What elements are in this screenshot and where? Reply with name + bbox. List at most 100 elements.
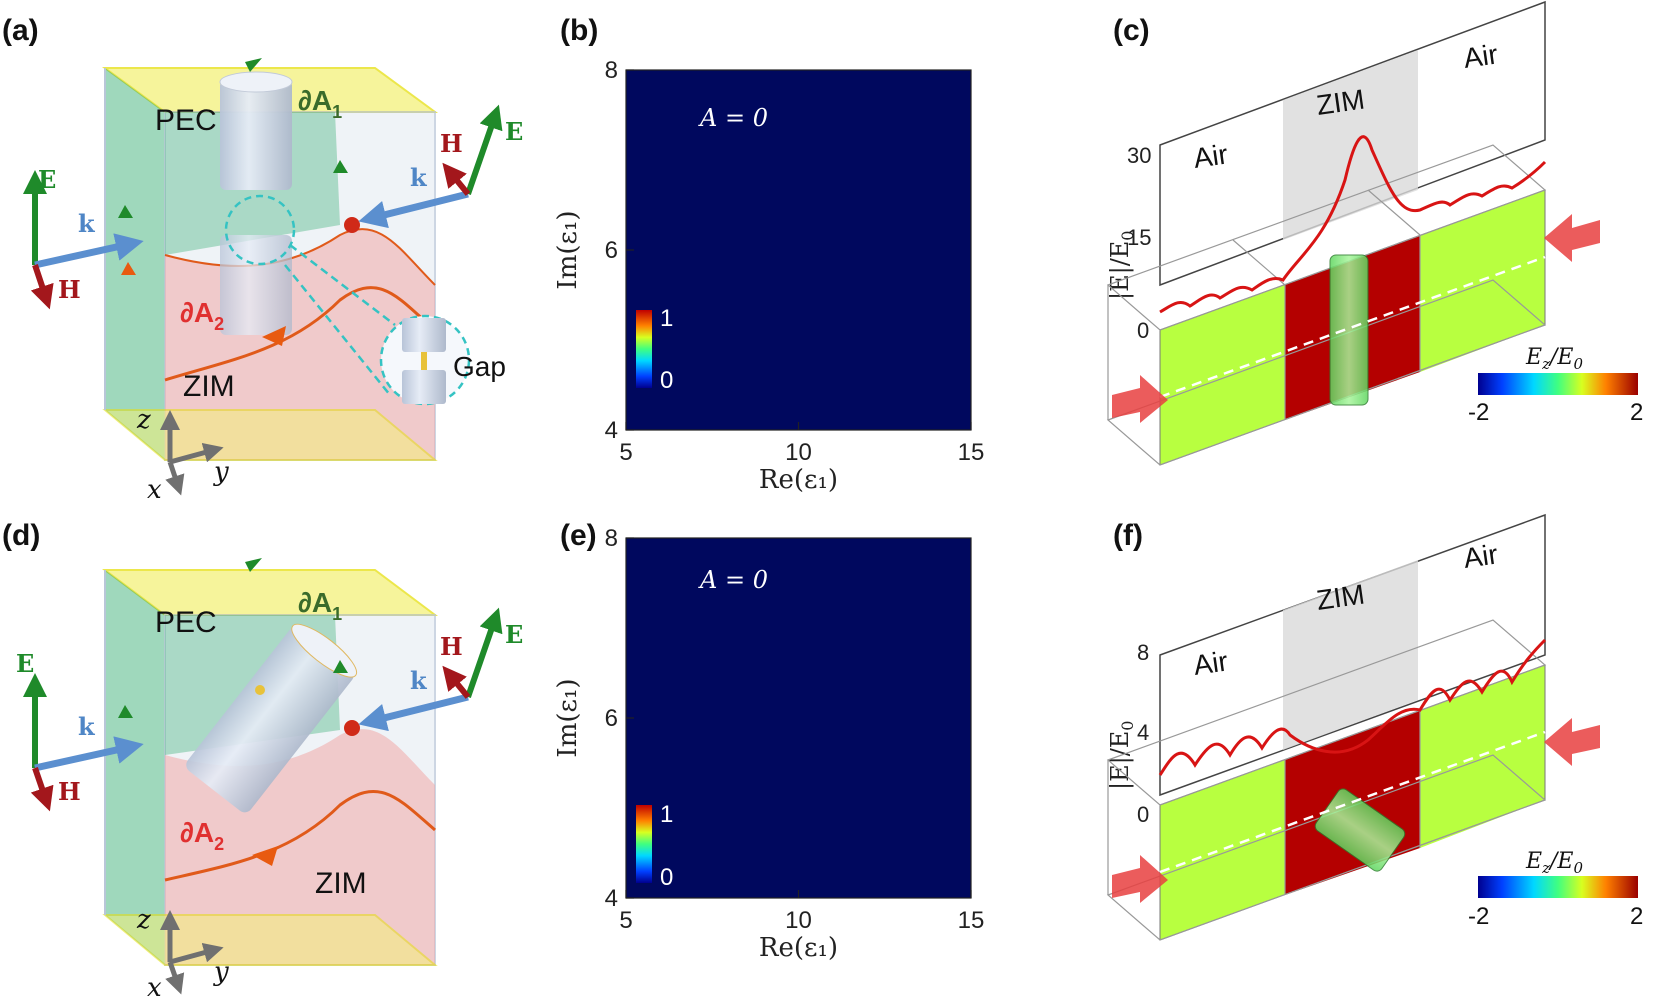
x-axis-label-d: x — [147, 973, 162, 999]
ylabel-b: Im(ε₁) — [553, 210, 583, 289]
ytick-label-b-4: 4 — [605, 417, 618, 444]
xtick-label-e-15: 15 — [958, 907, 985, 934]
incident-vectors-right-d: E k H — [358, 607, 523, 732]
bounding-box-f — [1106, 619, 1547, 941]
region-air-right-f: Air — [1462, 538, 1500, 573]
e-vector-label-left-d: E — [16, 649, 34, 678]
panel-label-a: (a) — [2, 14, 39, 47]
ytick-label-b-6: 6 — [605, 237, 618, 264]
field-profile-curve-c — [1159, 135, 1547, 314]
xtick-label-b-10: 10 — [785, 439, 812, 466]
panel-f: (f) Air ZIM Air 8 4 0 |E|/E0 Ez/E0 — [1106, 513, 1643, 941]
centerline-f — [1159, 730, 1546, 874]
region-zim-f: ZIM — [1315, 579, 1367, 616]
panel-c: (c) Air ZIM Air 30 15 0 |E|/E0 Ez/E0 — [1106, 0, 1643, 466]
xlabel-b: Re(ε₁) — [759, 465, 838, 495]
zim-region-shade-c — [1283, 50, 1418, 240]
colorbar-tick-b-max: 1 — [660, 305, 673, 332]
ytick-c-30: 30 — [1127, 143, 1151, 168]
ytick-f-8: 8 — [1137, 640, 1149, 665]
k-vector-label-right: k — [410, 163, 428, 192]
colorbar-tick-c-max: 2 — [1630, 399, 1643, 426]
incident-vectors-right-a: E k H — [358, 104, 523, 229]
colorbar-title-c: Ez/E0 — [1525, 345, 1583, 373]
xtick-label-b-15: 15 — [958, 439, 985, 466]
annotation-b: A = 0 — [698, 104, 768, 132]
ytick-label-b-8: 8 — [605, 57, 618, 84]
colorbar-f — [1478, 876, 1638, 898]
colorbar-tick-f-min: -2 — [1468, 903, 1489, 930]
region-air-left-f: Air — [1192, 645, 1230, 680]
panel-a: (a) ∂A1 — [2, 14, 523, 505]
ytick-c-15: 15 — [1127, 225, 1151, 250]
centerline-c — [1159, 255, 1546, 399]
ylabel-c: |E|/E0 — [1106, 231, 1137, 300]
h-vector-label-left-d: H — [58, 777, 81, 806]
region-air-right-c: Air — [1462, 38, 1500, 73]
colorbar-tick-e-min: 0 — [660, 864, 673, 891]
region-air-left-c: Air — [1192, 138, 1230, 173]
panel-b: (b) 5 10 15 4 6 8Re(ε₁) Im(ε₁) A = 0 1 0 — [553, 14, 984, 495]
h-vector-label-right-d: H — [440, 632, 463, 661]
z-axis-label-d: z — [136, 905, 151, 935]
ylabel-f: |E|/E0 — [1106, 721, 1137, 790]
colorbar-tick-b-min: 0 — [660, 367, 673, 394]
boundary-a1-label: ∂A1 — [298, 85, 342, 122]
heatmap-cells-b — [625, 69, 972, 431]
colorbar-title-f: Ez/E0 — [1525, 849, 1583, 877]
zim-region-shade-f — [1283, 560, 1418, 750]
panel-label-c: (c) — [1113, 14, 1150, 47]
ytick-c-0: 0 — [1137, 318, 1149, 343]
panel-label-b: (b) — [560, 14, 598, 47]
boundary-a1-label-d: ∂A1 — [298, 587, 342, 624]
zim-label: ZIM — [183, 370, 235, 403]
colorbar-b — [636, 310, 652, 388]
y-axis-label-a: y — [213, 457, 229, 487]
incident-arrow-left-c — [1112, 375, 1168, 423]
cube-schematic-a — [101, 58, 471, 461]
panel-d: (d) ∂A1 PEC ∂A2 ZIM — [2, 519, 523, 999]
field-profile-curve-f — [1158, 638, 1547, 776]
colorbar-tick-e-max: 1 — [660, 801, 673, 828]
xtick-label-e-5: 5 — [619, 907, 632, 934]
h-vector-label-left: H — [58, 275, 81, 304]
k-vector-label-left: k — [78, 209, 96, 238]
incident-arrow-left-f — [1112, 855, 1168, 903]
panel-label-f: (f) — [1113, 519, 1143, 552]
resonator-cylinder-c — [1329, 254, 1369, 406]
ytick-label-e-4: 4 — [605, 885, 618, 912]
resonator-cylinder-f — [1314, 788, 1406, 872]
h-vector-label-right: H — [440, 129, 463, 158]
e-vector-label-left: E — [38, 165, 56, 194]
incident-vectors-left-d: E k H — [16, 649, 144, 812]
colorbar-c — [1478, 373, 1638, 395]
k-vector-label-left-d: k — [78, 712, 96, 741]
xtick-label-e-10: 10 — [785, 907, 812, 934]
ytick-label-e-8: 8 — [605, 525, 618, 552]
zim-label-d: ZIM — [315, 867, 367, 900]
colorbar-tick-c-min: -2 — [1468, 399, 1489, 426]
coordinate-axes-d: z y x — [136, 905, 229, 999]
colorbar-tick-f-max: 2 — [1630, 903, 1643, 930]
panel-label-e: (e) — [560, 519, 597, 552]
e-vector-label-right-d: E — [505, 620, 523, 649]
ytick-f-0: 0 — [1137, 802, 1149, 827]
gap-label: Gap — [453, 351, 506, 382]
boundary-a2-label-d: ∂A2 — [180, 817, 224, 854]
cube-schematic-d — [102, 558, 438, 966]
xtick-label-b-5: 5 — [619, 439, 632, 466]
pec-label: PEC — [155, 104, 217, 137]
heatmap-cells-e — [625, 537, 972, 899]
incident-arrow-right-c — [1544, 214, 1600, 262]
y-axis-label-d: y — [213, 957, 229, 987]
colorbar-e — [636, 805, 652, 883]
region-zim-c: ZIM — [1315, 84, 1367, 121]
boundary-a2-label: ∂A2 — [180, 297, 224, 334]
e-vector-label-right: E — [505, 117, 523, 146]
ytick-f-4: 4 — [1137, 720, 1149, 745]
k-vector-label-right-d: k — [410, 666, 428, 695]
incident-arrow-right-f — [1544, 718, 1600, 766]
